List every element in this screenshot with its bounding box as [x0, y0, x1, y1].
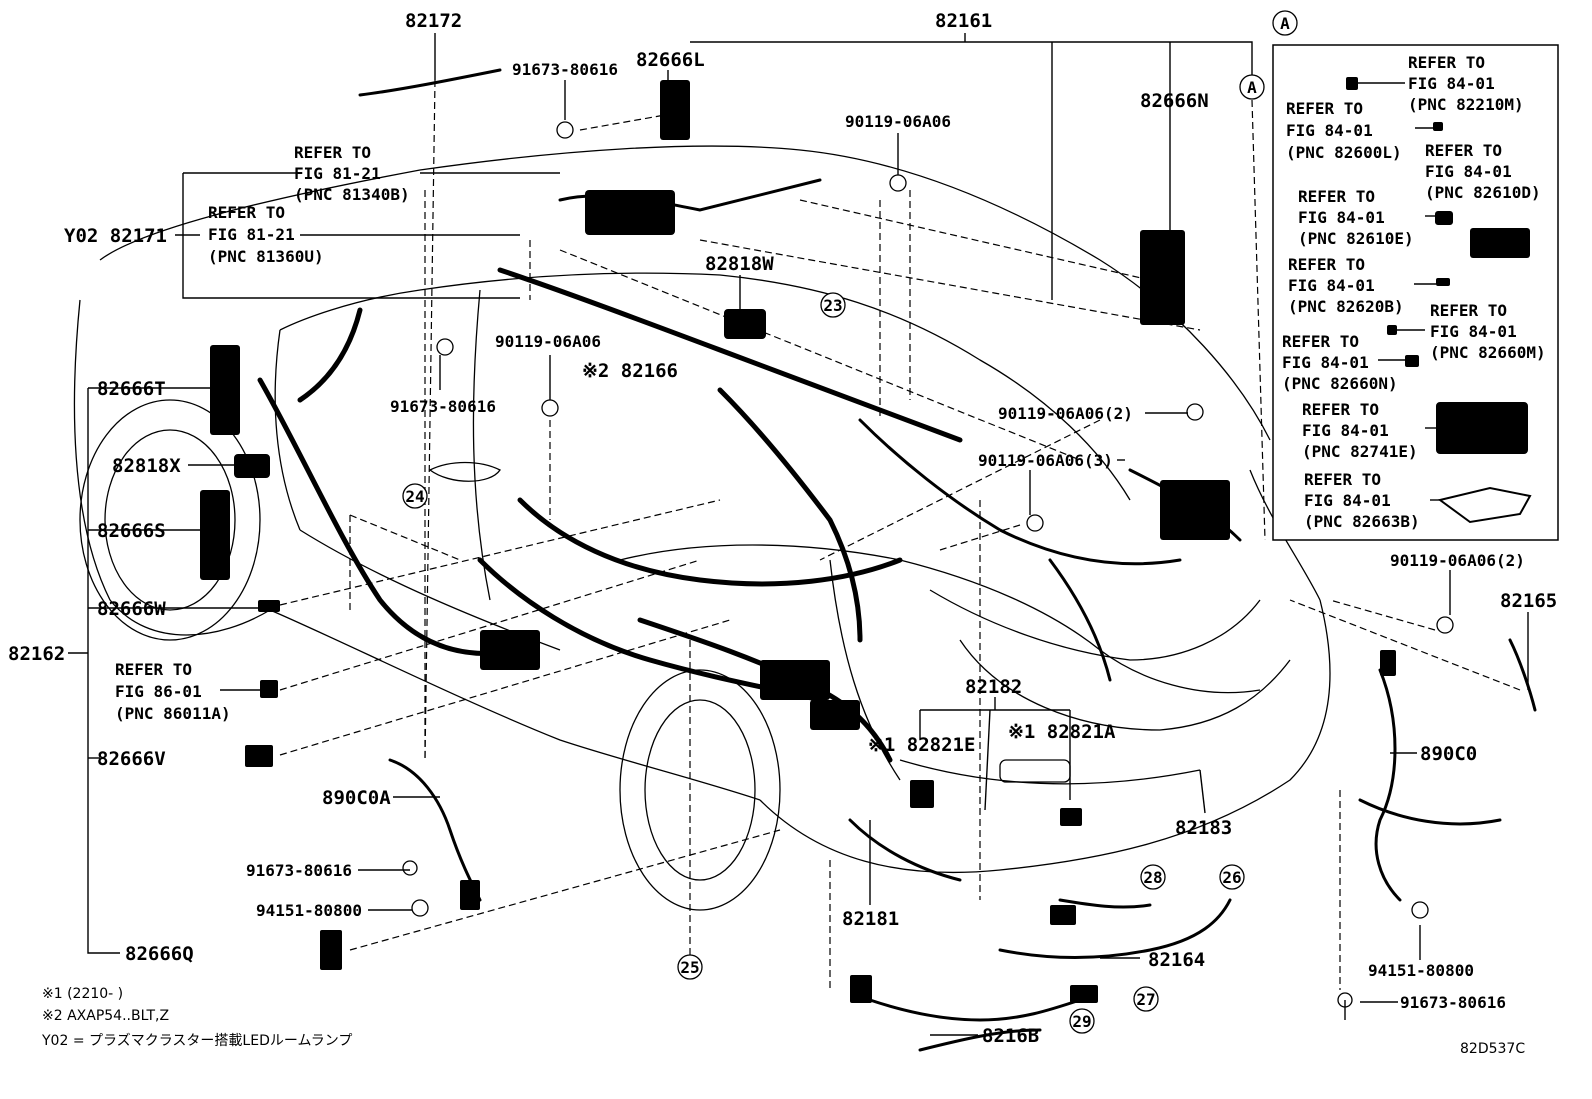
- label-91673-mid: 91673-80616: [390, 397, 496, 416]
- circle-25: 25: [680, 958, 699, 977]
- label-91673-low: 91673-80616: [246, 861, 352, 880]
- part-labels: 82172 82161 91673-80616 82666L 82666N 90…: [8, 10, 1557, 1047]
- inset-82610D-line1: REFER TO: [1425, 141, 1502, 160]
- label-90119-mid: 90119-06A06: [495, 332, 601, 351]
- callout-a-top: A: [1280, 14, 1290, 33]
- label-82171: Y02 82171: [64, 225, 167, 247]
- diagram-code: 82D537C: [1460, 1041, 1525, 1057]
- label-82666V: 82666V: [97, 748, 166, 770]
- label-82666S: 82666S: [97, 520, 166, 542]
- leader-lines: [68, 33, 1529, 1036]
- refer-81360U-line1: REFER TO: [208, 203, 285, 222]
- inset-82660M-line1: REFER TO: [1430, 301, 1507, 320]
- refer-81340B-line2: FIG 81-21: [294, 164, 381, 183]
- refer-86011A-line2: FIG 86-01: [115, 682, 202, 701]
- note-1: ※1 (2210- ): [42, 986, 123, 1002]
- inset-82210M-line2: FIG 84-01: [1408, 74, 1495, 93]
- label-90119-3: 90119-06A06(3): [978, 451, 1113, 470]
- label-82165: 82165: [1500, 590, 1557, 612]
- callout-a-side: A: [1247, 78, 1257, 97]
- inset-82210M-line1: REFER TO: [1408, 53, 1485, 72]
- inset-82663B-line2: FIG 84-01: [1304, 491, 1391, 510]
- label-890C0: 890C0: [1420, 743, 1477, 765]
- inset-82741E-line1: REFER TO: [1302, 400, 1379, 419]
- circle-24: 24: [405, 487, 424, 506]
- inset-82610E-line1: REFER TO: [1298, 187, 1375, 206]
- inset-82741E-line2: FIG 84-01: [1302, 421, 1389, 440]
- label-82818X: 82818X: [112, 455, 181, 477]
- inset-82600L-line1: REFER TO: [1286, 99, 1363, 118]
- note-3: Y02 = プラズマクラスター搭載LEDルームランプ: [41, 1033, 352, 1049]
- circle-26: 26: [1222, 868, 1241, 887]
- inset-82600L-line3: (PNC 82600L): [1286, 143, 1402, 162]
- inset-82660N-line3: (PNC 82660N): [1282, 374, 1398, 393]
- inset-82210M-line3: (PNC 82210M): [1408, 95, 1524, 114]
- circle-23: 23: [823, 296, 842, 315]
- inset-82620B-line2: FIG 84-01: [1288, 276, 1375, 295]
- inset-82620B-line3: (PNC 82620B): [1288, 297, 1404, 316]
- refer-81360U-line3: (PNC 81360U): [208, 247, 324, 266]
- note-2: ※2 AXAP54..BLT,Z: [42, 1008, 169, 1024]
- label-82164: 82164: [1148, 949, 1205, 971]
- label-82161: 82161: [935, 10, 992, 32]
- label-82162: 82162: [8, 643, 65, 665]
- inset-82610D-line3: (PNC 82610D): [1425, 183, 1541, 202]
- inset-panel-a: REFER TO FIG 84-01 (PNC 82210M) REFER TO…: [1272, 44, 1559, 541]
- refer-81340B-line1: REFER TO: [294, 143, 371, 162]
- callout-circles: 23 24 25 26 27 28 29 A A: [402, 10, 1298, 1034]
- label-91673-right: 91673-80616: [1400, 993, 1506, 1012]
- inset-82610D-line2: FIG 84-01: [1425, 162, 1512, 181]
- label-94151-right: 94151-80800: [1368, 961, 1474, 980]
- vehicle-body-outline: [73, 145, 1331, 911]
- label-82172: 82172: [405, 10, 462, 32]
- label-8216B: 8216B: [982, 1025, 1039, 1047]
- label-82666N: 82666N: [1140, 90, 1209, 112]
- refer-81340B-line3: (PNC 81340B): [294, 185, 410, 204]
- label-82666Q: 82666Q: [125, 943, 194, 965]
- inset-82610E-line3: (PNC 82610E): [1298, 229, 1414, 248]
- label-91673-top: 91673-80616: [512, 60, 618, 79]
- label-82183: 82183: [1175, 817, 1232, 839]
- footnotes: ※1 (2210- ) ※2 AXAP54..BLT,Z Y02 = プラズマク…: [41, 986, 1525, 1057]
- label-82666T: 82666T: [97, 378, 166, 400]
- inset-82741E-line3: (PNC 82741E): [1302, 442, 1418, 461]
- refer-81360U-line2: FIG 81-21: [208, 225, 295, 244]
- label-82821E: ※1 82821E: [868, 734, 975, 756]
- circle-27: 27: [1136, 990, 1155, 1009]
- inset-82660N-line1: REFER TO: [1282, 332, 1359, 351]
- label-90119-2b: 90119-06A06(2): [1390, 551, 1525, 570]
- label-82666W: 82666W: [97, 598, 166, 620]
- inset-82663B-line1: REFER TO: [1304, 470, 1381, 489]
- refer-86011A-line3: (PNC 86011A): [115, 704, 231, 723]
- label-82821A: ※1 82821A: [1008, 721, 1116, 743]
- inset-82660M-line3: (PNC 82660M): [1430, 343, 1546, 362]
- label-82166: ※2 82166: [582, 360, 678, 382]
- label-82182: 82182: [965, 676, 1022, 698]
- wire-harness: [200, 68, 1537, 1052]
- inset-82610E-line2: FIG 84-01: [1298, 208, 1385, 227]
- label-82666L: 82666L: [636, 49, 705, 71]
- inset-82660M-line2: FIG 84-01: [1430, 322, 1517, 341]
- label-890C0A: 890C0A: [322, 787, 391, 809]
- circle-29: 29: [1072, 1012, 1091, 1031]
- circle-28: 28: [1143, 868, 1162, 887]
- label-90119-2a: 90119-06A06(2): [998, 404, 1133, 423]
- inset-82620B-line1: REFER TO: [1288, 255, 1365, 274]
- label-94151-low: 94151-80800: [256, 901, 362, 920]
- inset-82660N-line2: FIG 84-01: [1282, 353, 1369, 372]
- label-90119-top: 90119-06A06: [845, 112, 951, 131]
- refer-labels: REFER TO FIG 81-21 (PNC 81340B) REFER TO…: [115, 143, 410, 723]
- inset-82663B-line3: (PNC 82663B): [1304, 512, 1420, 531]
- label-82181: 82181: [842, 908, 899, 930]
- inset-82600L-line2: FIG 84-01: [1286, 121, 1373, 140]
- label-82818W: 82818W: [705, 253, 774, 275]
- refer-86011A-line1: REFER TO: [115, 660, 192, 679]
